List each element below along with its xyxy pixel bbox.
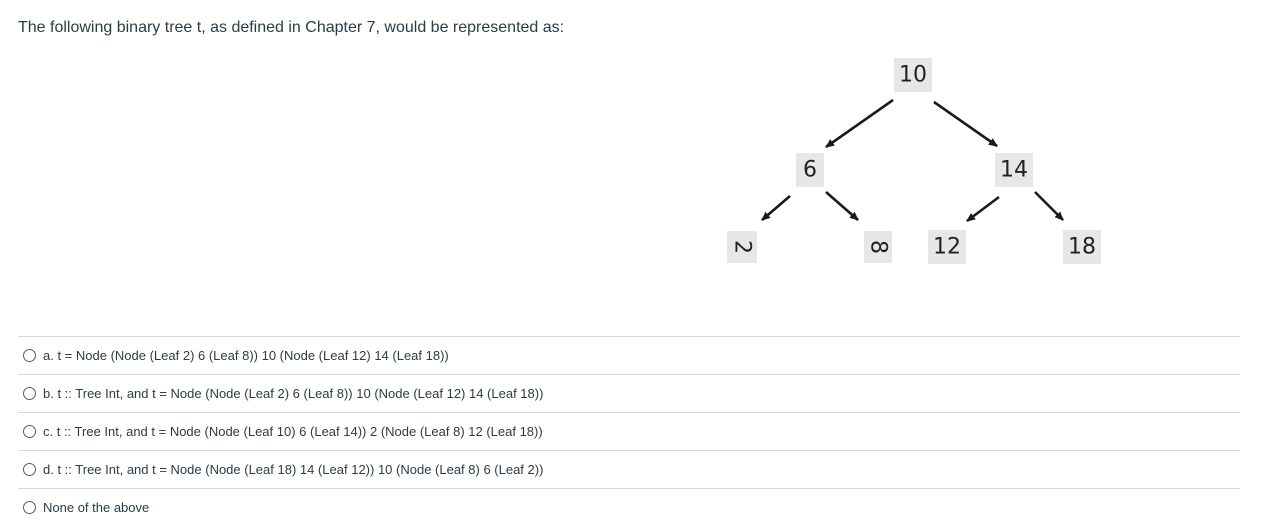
radio-button-icon[interactable] [23,425,36,438]
answer-option-none[interactable]: None of the above [18,488,1240,526]
answer-option-b[interactable]: b. t :: Tree Int, and t = Node (Node (Le… [18,374,1240,412]
tree-node-14: 14 [995,153,1033,187]
radio-button-icon[interactable] [23,501,36,514]
tree-node-2: 2 [727,231,757,263]
tree-node-label: 8 [866,240,891,254]
binary-tree-diagram: 10 6 14 2 8 12 18 [727,58,1101,264]
answer-option-d[interactable]: d. t :: Tree Int, and t = Node (Node (Le… [18,450,1240,488]
answer-label: a. t = Node (Node (Leaf 2) 6 (Leaf 8)) 1… [43,348,449,363]
answer-label: None of the above [43,500,150,515]
radio-button-icon[interactable] [23,387,36,400]
tree-node-6: 6 [796,153,824,187]
tree-node-8: 8 [864,231,892,263]
answer-option-a[interactable]: a. t = Node (Node (Leaf 2) 6 (Leaf 8)) 1… [18,336,1240,374]
edge-6-to-2 [761,195,791,221]
edge-14-to-18 [1034,191,1064,221]
tree-node-label: 14 [1000,158,1028,183]
answer-option-c[interactable]: c. t :: Tree Int, and t = Node (Node (Le… [18,412,1240,450]
tree-node-10: 10 [894,58,932,92]
edge-14-to-12 [966,195,1000,223]
tree-node-label: 18 [1068,235,1096,260]
tree-node-label: 6 [803,158,817,183]
tree-node-label: 12 [933,235,961,260]
radio-button-icon[interactable] [23,463,36,476]
edge-10-to-6 [825,98,894,149]
radio-button-icon[interactable] [23,349,36,362]
edge-10-to-14 [933,100,998,148]
edge-6-to-8 [825,191,859,221]
tree-node-label: 10 [899,63,927,88]
answer-options: a. t = Node (Node (Leaf 2) 6 (Leaf 8)) 1… [18,336,1240,526]
tree-node-12: 12 [928,230,966,264]
answer-label: d. t :: Tree Int, and t = Node (Node (Le… [43,462,544,477]
tree-node-18: 18 [1063,230,1101,264]
answer-label: c. t :: Tree Int, and t = Node (Node (Le… [43,424,543,439]
answer-label: b. t :: Tree Int, and t = Node (Node (Le… [43,386,544,401]
question-prompt: The following binary tree t, as defined … [18,19,565,36]
tree-node-label: 2 [730,240,755,254]
